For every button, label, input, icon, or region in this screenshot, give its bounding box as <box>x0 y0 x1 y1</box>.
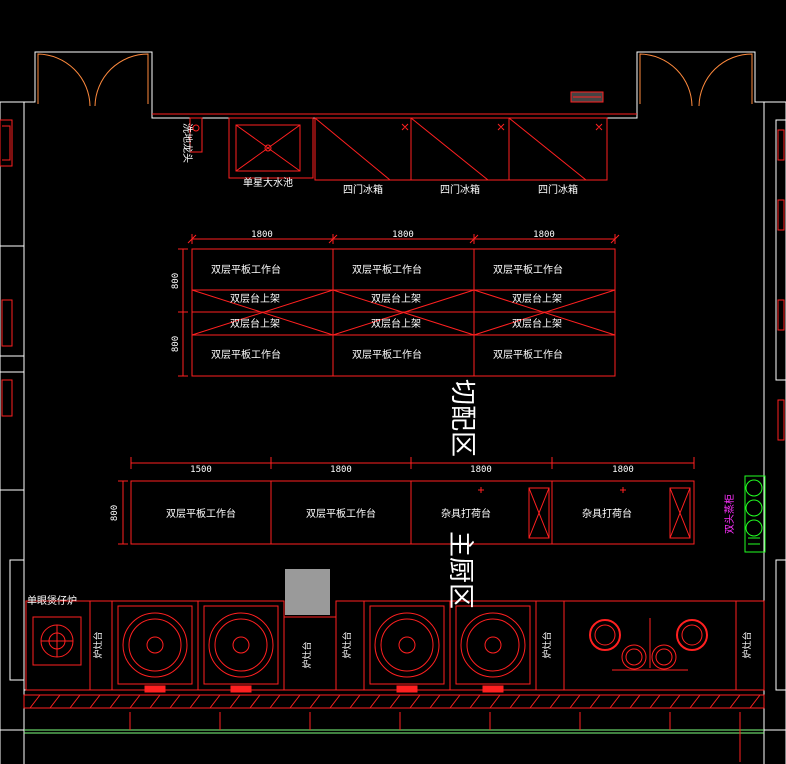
main-kitchen-label: 主厨区 <box>445 531 475 609</box>
prep-shelf2-3: 双层台上架 <box>512 317 562 330</box>
steamer-label: 双头蒸柜 <box>723 494 736 534</box>
prep-dim-side-1: 800 <box>171 273 181 289</box>
main-table-label-3: 杂具打荷台 <box>441 507 491 520</box>
main-dim-2: 1800 <box>330 465 352 475</box>
prep-dim-3: 1800 <box>533 230 555 240</box>
prep-shelf1-2: 双层台上架 <box>371 292 421 305</box>
prep-shelf2-1: 双层台上架 <box>230 317 280 330</box>
gray-equipment-block <box>285 569 330 615</box>
door-left <box>37 53 149 107</box>
wok-1 <box>117 605 193 693</box>
multi-burner <box>589 618 708 671</box>
prep-shelf1-3: 双层台上架 <box>512 292 562 305</box>
prep-dimension-lines <box>178 234 620 377</box>
prep-bottom-2: 双层平板工作台 <box>352 348 422 361</box>
top-row-labels: 洗地龙头 单星大水池 四门冰箱 四门冰箱 四门冰箱 <box>181 123 578 196</box>
left-edge-equipment <box>0 119 25 681</box>
prep-zone-label: 切配区 <box>447 379 477 457</box>
wok-3 <box>369 605 445 693</box>
stove-top-label-1: 炉灶台 <box>92 631 104 658</box>
main-dim-side: 800 <box>110 505 120 521</box>
prep-table-labels: 双层平板工作台 双层平板工作台 双层平板工作台 双层台上架 双层台上架 双层台上… <box>211 263 563 361</box>
single-burner-label: 单眼煲仔炉 <box>27 594 77 607</box>
prep-top-3: 双层平板工作台 <box>493 263 563 276</box>
prep-dim-1: 1800 <box>251 230 273 240</box>
wall-vent <box>570 91 604 103</box>
fridge-label-3: 四门冰箱 <box>538 183 578 196</box>
steamer-unit <box>744 475 766 553</box>
prep-top-1: 双层平板工作台 <box>211 263 281 276</box>
large-sink <box>228 117 314 179</box>
wok-4 <box>455 605 531 693</box>
single-burner-stove <box>32 616 82 666</box>
sink-label: 单星大水池 <box>243 176 293 189</box>
bottom-window-strip <box>23 694 765 762</box>
stove-labels: 单眼煲仔炉 炉灶台 炉灶台 炉灶台 炉灶台 炉灶台 <box>27 594 753 669</box>
wok-burners <box>117 605 708 693</box>
fridges <box>314 117 608 181</box>
stove-top-label-2: 炉灶台 <box>301 641 313 668</box>
main-dim-4: 1800 <box>612 465 634 475</box>
fridge-label-2: 四门冰箱 <box>440 183 480 196</box>
prep-bottom-3: 双层平板工作台 <box>493 348 563 361</box>
prep-shelf2-2: 双层台上架 <box>371 317 421 330</box>
main-dim-3: 1800 <box>470 465 492 475</box>
floor-drain <box>189 117 203 153</box>
prep-dimension-labels: 1800 1800 1800 800 800 <box>171 230 555 352</box>
stove-row <box>25 600 765 691</box>
wok-2 <box>203 605 279 693</box>
main-dim-1: 1500 <box>190 465 212 475</box>
prep-bottom-1: 双层平板工作台 <box>211 348 281 361</box>
main-table-label-1: 双层平板工作台 <box>166 507 236 520</box>
floor-drain-label: 洗地龙头 <box>181 123 194 163</box>
main-table-row <box>130 480 695 545</box>
prep-shelf1-1: 双层台上架 <box>230 292 280 305</box>
main-table-labels: 双层平板工作台 双层平板工作台 杂具打荷台 杂具打荷台 <box>166 507 632 520</box>
right-edge-equipment <box>775 119 786 691</box>
main-dimension-lines <box>118 457 695 545</box>
main-table-label-4: 杂具打荷台 <box>582 507 632 520</box>
prep-dim-2: 1800 <box>392 230 414 240</box>
stove-top-label-5: 炉灶台 <box>741 631 753 658</box>
main-dimension-labels: 1500 1800 1800 1800 800 <box>110 465 634 521</box>
prep-table-grid <box>191 248 616 377</box>
prep-dim-side-2: 800 <box>171 336 181 352</box>
door-right <box>639 53 753 107</box>
main-table-label-2: 双层平板工作台 <box>306 507 376 520</box>
fridge-label-1: 四门冰箱 <box>343 183 383 196</box>
stove-top-label-4: 炉灶台 <box>541 631 553 658</box>
prep-top-2: 双层平板工作台 <box>352 263 422 276</box>
stove-top-label-3: 炉灶台 <box>341 631 353 658</box>
